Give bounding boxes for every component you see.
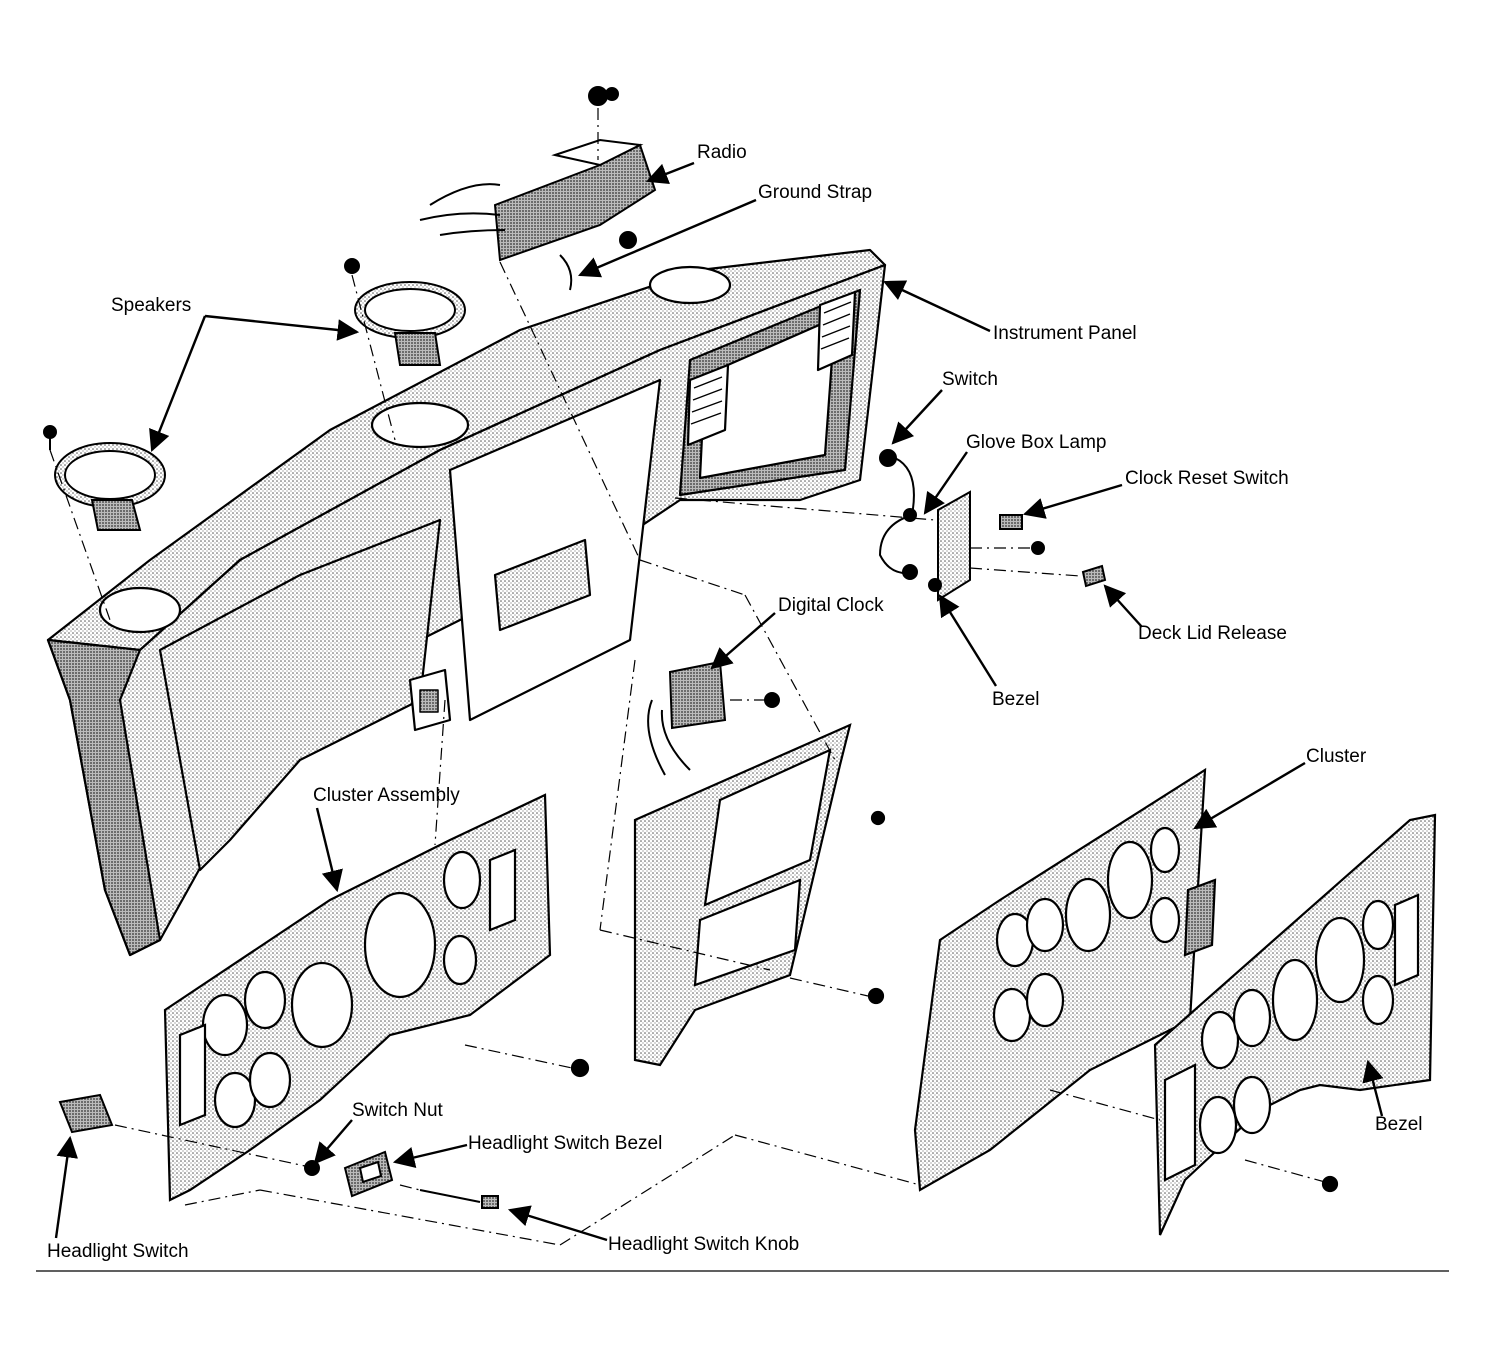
label-switch-nut: Switch Nut xyxy=(352,1100,443,1121)
label-switch: Switch xyxy=(942,369,998,390)
radio-part xyxy=(419,86,657,291)
speaker-left-part xyxy=(43,425,166,531)
switch-bezel-group-part xyxy=(878,449,1107,602)
label-speakers: Speakers xyxy=(111,295,192,316)
label-cluster: Cluster xyxy=(1306,746,1367,767)
bezel-large-part xyxy=(1153,813,1437,1236)
label-ground-strap: Ground Strap xyxy=(758,182,873,203)
label-headlight-switch-bezel: Headlight Switch Bezel xyxy=(468,1133,663,1154)
alignment-lines xyxy=(49,108,1326,1246)
label-bezel-small: Bezel xyxy=(992,689,1040,710)
digital-clock-part xyxy=(647,660,780,776)
label-bezel-large: Bezel xyxy=(1375,1114,1423,1135)
label-glove-box-lamp: Glove Box Lamp xyxy=(966,432,1107,453)
cluster-assembly-part xyxy=(163,793,590,1202)
label-deck-lid-release: Deck Lid Release xyxy=(1138,623,1287,644)
label-headlight-switch: Headlight Switch xyxy=(47,1241,189,1262)
headlight-switch-part xyxy=(58,1093,499,1209)
label-headlight-switch-knob: Headlight Switch Knob xyxy=(608,1234,800,1255)
leader-arrows xyxy=(54,161,1384,1242)
label-digital-clock: Digital Clock xyxy=(778,595,884,616)
speaker-right-part xyxy=(344,258,466,366)
cluster-part xyxy=(913,767,1217,1192)
label-instrument-panel: Instrument Panel xyxy=(993,323,1137,344)
instrument-panel-part xyxy=(46,248,887,957)
label-clock-reset-switch: Clock Reset Switch xyxy=(1125,468,1289,489)
label-radio: Radio xyxy=(697,142,747,163)
label-cluster-assembly: Cluster Assembly xyxy=(313,785,460,806)
center-bezel-part xyxy=(633,723,886,1067)
